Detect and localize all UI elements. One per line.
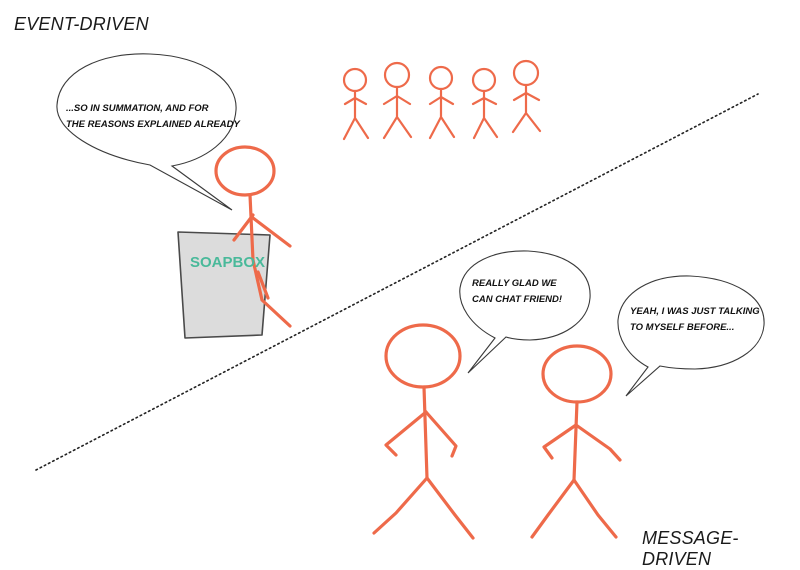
crowd-figure-1 <box>342 67 370 141</box>
crowd-figure-5 <box>511 59 542 134</box>
speech-bubble-friend-right <box>617 275 765 397</box>
message-driven-label: MESSAGE-DRIVEN <box>642 528 739 569</box>
event-driven-label: EVENT-DRIVEN <box>14 14 149 34</box>
soapbox <box>177 231 271 339</box>
speech-line: YEAH, I WAS JUST TALKING <box>630 306 760 317</box>
speech-bubble-friend-left <box>459 250 591 374</box>
divider-line <box>35 93 759 471</box>
stick-figure-friend-right <box>530 344 622 539</box>
stick-figure-friend-left <box>372 323 475 540</box>
speech-line: TO MYSELF BEFORE... <box>630 322 735 333</box>
crowd-figure-2 <box>382 61 413 140</box>
soapbox-label: SOAPBOX <box>190 254 266 271</box>
speech-text-friend-left: REALLY GLAD WE CAN CHAT FRIEND! <box>472 276 562 308</box>
crowd-figures <box>342 59 542 141</box>
stick-figure-speaker <box>214 145 292 328</box>
speech-text-friend-right: YEAH, I WAS JUST TALKING TO MYSELF BEFOR… <box>630 304 760 336</box>
speech-line: ...SO IN SUMMATION, AND FOR <box>66 103 209 114</box>
speech-line: THE REASONS EXPLAINED ALREADY <box>66 119 240 130</box>
speech-text-speaker: ...SO IN SUMMATION, AND FOR THE REASONS … <box>66 101 240 133</box>
crowd-figure-4 <box>471 67 499 140</box>
speech-line: REALLY GLAD WE <box>472 278 557 289</box>
speech-line: CAN CHAT FRIEND! <box>472 294 563 305</box>
speech-bubble-speaker <box>56 53 237 211</box>
crowd-figure-3 <box>428 65 456 140</box>
